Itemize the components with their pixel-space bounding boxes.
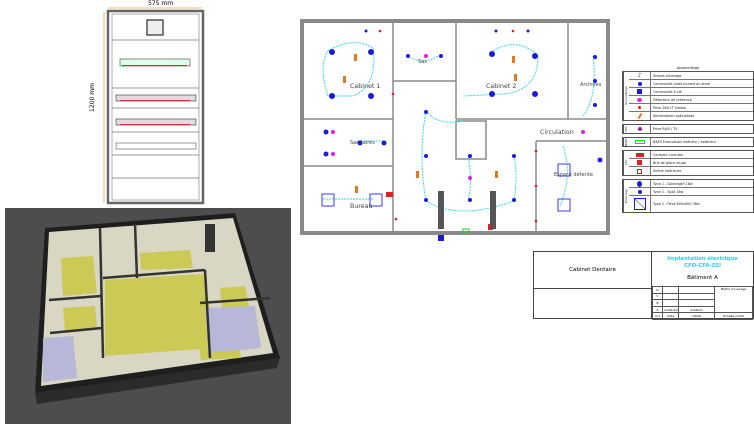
group-label: Appareillage (623, 72, 629, 120)
rev-ind: C (652, 292, 663, 301)
fire-panel-icon (635, 152, 644, 157)
legend-item: Commande à clé (653, 89, 682, 94)
legend-title: Appareillage (676, 66, 700, 70)
col-detail: Détail (678, 312, 715, 320)
group-label: CFA (623, 125, 629, 133)
group-label: SSI (623, 151, 629, 175)
scale: Echelle 1/100 (714, 312, 753, 320)
legend-item: Détecteur de présence (653, 97, 692, 102)
switch-icon: ♪ (637, 72, 642, 79)
room-label-cabinet-2: Cabinet 2 (486, 83, 516, 90)
group-label: Eclairage (623, 180, 629, 212)
emergency-light-icon (634, 140, 645, 144)
light-points (323, 29, 603, 202)
legend-group-ssi: SSI Centrale incendie Bris de glace roug… (622, 150, 754, 176)
rj45-tv-icon (637, 127, 642, 131)
drawing-subtitle: CFO-CFA-SSI (684, 262, 721, 269)
legend-item: Commande volet roulant ou store (653, 81, 711, 86)
room-label-espace-detente: Espace détente (554, 171, 593, 178)
legend: Appareillage Appareillage ♪ Simple alluma… (622, 66, 754, 216)
drawing-title: Implantation électrique (667, 256, 738, 262)
switchboard-svg (103, 7, 205, 205)
presence-detector-icon (637, 97, 642, 102)
legend-item: Sirène intérieure (653, 169, 682, 173)
room-label-sas: Sas (418, 59, 427, 65)
rev-detail: Création (678, 305, 715, 314)
3d-render-view (5, 208, 291, 424)
legend-item: Prise 16A+T simple (653, 105, 687, 110)
switchboard-drawing: 575 mm 1200 mm (89, 0, 222, 206)
legend-item: Type 1 - Spot 18w (653, 189, 684, 194)
downlight-icon (637, 180, 642, 187)
rev-ind: A (652, 305, 663, 314)
shutter-control-icon (637, 81, 642, 86)
room-label-archives: Archives (580, 82, 602, 88)
col-ind: ind (652, 312, 663, 320)
3d-render-svg (35, 213, 280, 404)
key-switch-icon (637, 89, 642, 94)
legend-item: Type 1 - Pavé 600x600 36w (653, 202, 700, 206)
legend-item: Alimentation spécialisée (653, 114, 695, 118)
col-date: Date (661, 312, 680, 320)
title-block: Cabinet Dentaire Implantation électrique… (533, 251, 754, 320)
room-label-circulation: Circulation (540, 129, 574, 136)
project-name: Cabinet Dentaire (534, 252, 651, 289)
width-dimension: 575 mm (148, 0, 174, 7)
building-name: Bâtiment A (687, 275, 718, 281)
legend-group-cfa: CFA Prise RJ45 / TV (622, 124, 754, 134)
rev-ind: D (652, 286, 663, 294)
legend-item: BAES Evacuation intérieur / extérieur (653, 140, 717, 144)
room-label-cabinet-1: Cabinet 1 (350, 83, 380, 90)
legend-item: Simple allumage (653, 73, 682, 78)
legend-group-baes: BAES BAES Evacuation intérieur / extérie… (622, 137, 754, 147)
group-label: BAES (623, 138, 629, 146)
rev-date: 12/01/20 (661, 305, 680, 314)
room-label-sanitaires: Sanitaires (350, 140, 375, 146)
legend-group-appareillage: Appareillage ♪ Simple allumage Commande v… (622, 71, 754, 121)
legend-item: Bris de glace rouge (653, 160, 686, 165)
spot-icon (637, 189, 642, 194)
legend-item: Prise RJ45 / TV (653, 127, 678, 131)
rev-ind: B (652, 299, 663, 307)
owner-label: Maître d'ouvrage (714, 285, 753, 314)
legend-item: Centrale incendie (653, 152, 683, 157)
legend-item: Type 1 - Downlight 18w (653, 181, 693, 186)
panel-light-icon (633, 198, 646, 210)
room-label-bureau: Bureau (350, 203, 373, 210)
special-power-icon (637, 112, 642, 120)
break-glass-icon (637, 160, 642, 165)
legend-group-eclairage: Eclairage Type 1 - Downlight 18w Type 1 … (622, 179, 754, 213)
floor-plan: Cabinet 1 Sas Cabinet 2 Archives Sanitai… (300, 19, 610, 241)
siren-icon (637, 168, 642, 174)
socket-icon (638, 106, 641, 109)
